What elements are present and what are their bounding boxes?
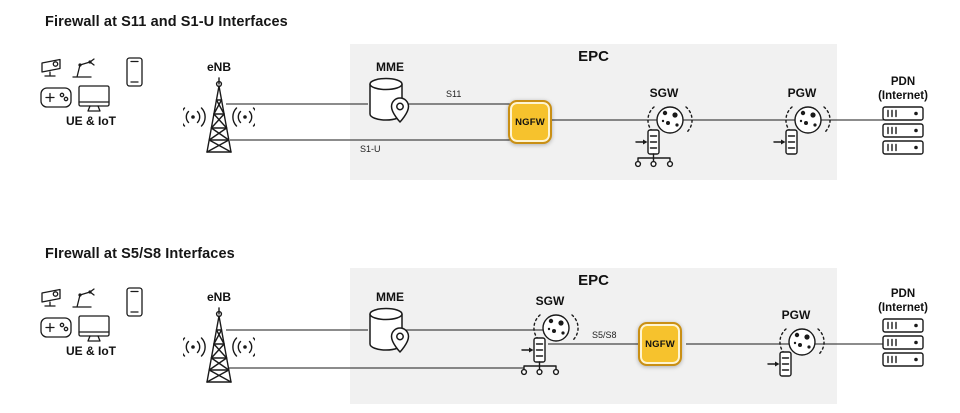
sgw-label: SGW <box>649 86 679 100</box>
pdn-label-line1: PDN <box>890 288 916 300</box>
pgw-label: PGW <box>781 308 811 322</box>
ue-iot-node: UE & IoT <box>36 284 146 358</box>
diagram-s11-s1u: Firewall at S11 and S1-U Interfaces EPC … <box>36 14 932 180</box>
enb-node: eNB <box>183 290 255 384</box>
epc-region <box>350 268 837 404</box>
ngfw-firewall-node: NGFW <box>638 322 682 366</box>
mme-label: MME <box>376 290 404 304</box>
sgw-label: SGW <box>535 294 565 308</box>
packet-gateway-icon <box>767 328 825 378</box>
serving-gateway-icon <box>520 310 580 376</box>
packet-gateway-icon <box>773 106 831 156</box>
pgw-label: PGW <box>787 86 817 100</box>
pdn-label: PDN (Internet) <box>878 288 928 316</box>
pgw-node: PGW <box>764 308 828 380</box>
sgw-node: SGW <box>518 294 582 376</box>
diagram-s5-s8: FIrewall at S5/S8 Interfaces EPC UE & Io… <box>0 236 960 413</box>
mme-node: MME <box>362 60 418 128</box>
enb-label: eNB <box>206 60 231 74</box>
ue-iot-node: UE & IoT <box>36 54 146 128</box>
pgw-node: PGW <box>770 86 834 158</box>
link-label-s1u: S1-U <box>360 144 381 154</box>
pdn-label: PDN (Internet) <box>878 76 928 104</box>
ue-iot-devices-icon <box>39 287 143 342</box>
pdn-label-line2: (Internet) <box>878 301 928 314</box>
sgw-node: SGW <box>632 86 696 168</box>
ngfw-label: NGFW <box>515 116 545 128</box>
pdn-label-line2: (Internet) <box>878 89 928 102</box>
ue-iot-label: UE & IoT <box>66 344 116 358</box>
epc-label: EPC <box>578 272 609 289</box>
enb-label: eNB <box>206 290 231 304</box>
link-label-s11: S11 <box>446 89 462 99</box>
cell-tower-icon <box>183 77 255 154</box>
pdn-label-line1: PDN <box>890 76 916 88</box>
diagram-title: FIrewall at S5/S8 Interfaces <box>45 246 235 262</box>
pdn-node: PDN (Internet) <box>874 288 932 368</box>
mme-node: MME <box>362 290 418 358</box>
ngfw-label: NGFW <box>645 338 675 350</box>
database-pin-icon <box>369 308 410 354</box>
database-pin-icon <box>369 78 410 124</box>
link-label-s5s8: S5/S8 <box>592 330 617 340</box>
ue-iot-devices-icon <box>39 57 143 112</box>
ue-iot-label: UE & IoT <box>66 114 116 128</box>
diagram-title: Firewall at S11 and S1-U Interfaces <box>45 14 288 30</box>
cell-tower-icon <box>183 307 255 384</box>
epc-region <box>350 44 837 180</box>
enb-node: eNB <box>183 60 255 154</box>
pdn-node: PDN (Internet) <box>874 76 932 156</box>
server-stack-icon <box>882 105 924 155</box>
server-stack-icon <box>882 317 924 367</box>
ngfw-firewall-node: NGFW <box>508 100 552 144</box>
serving-gateway-icon <box>634 102 694 168</box>
mme-label: MME <box>376 60 404 74</box>
epc-label: EPC <box>578 48 609 65</box>
